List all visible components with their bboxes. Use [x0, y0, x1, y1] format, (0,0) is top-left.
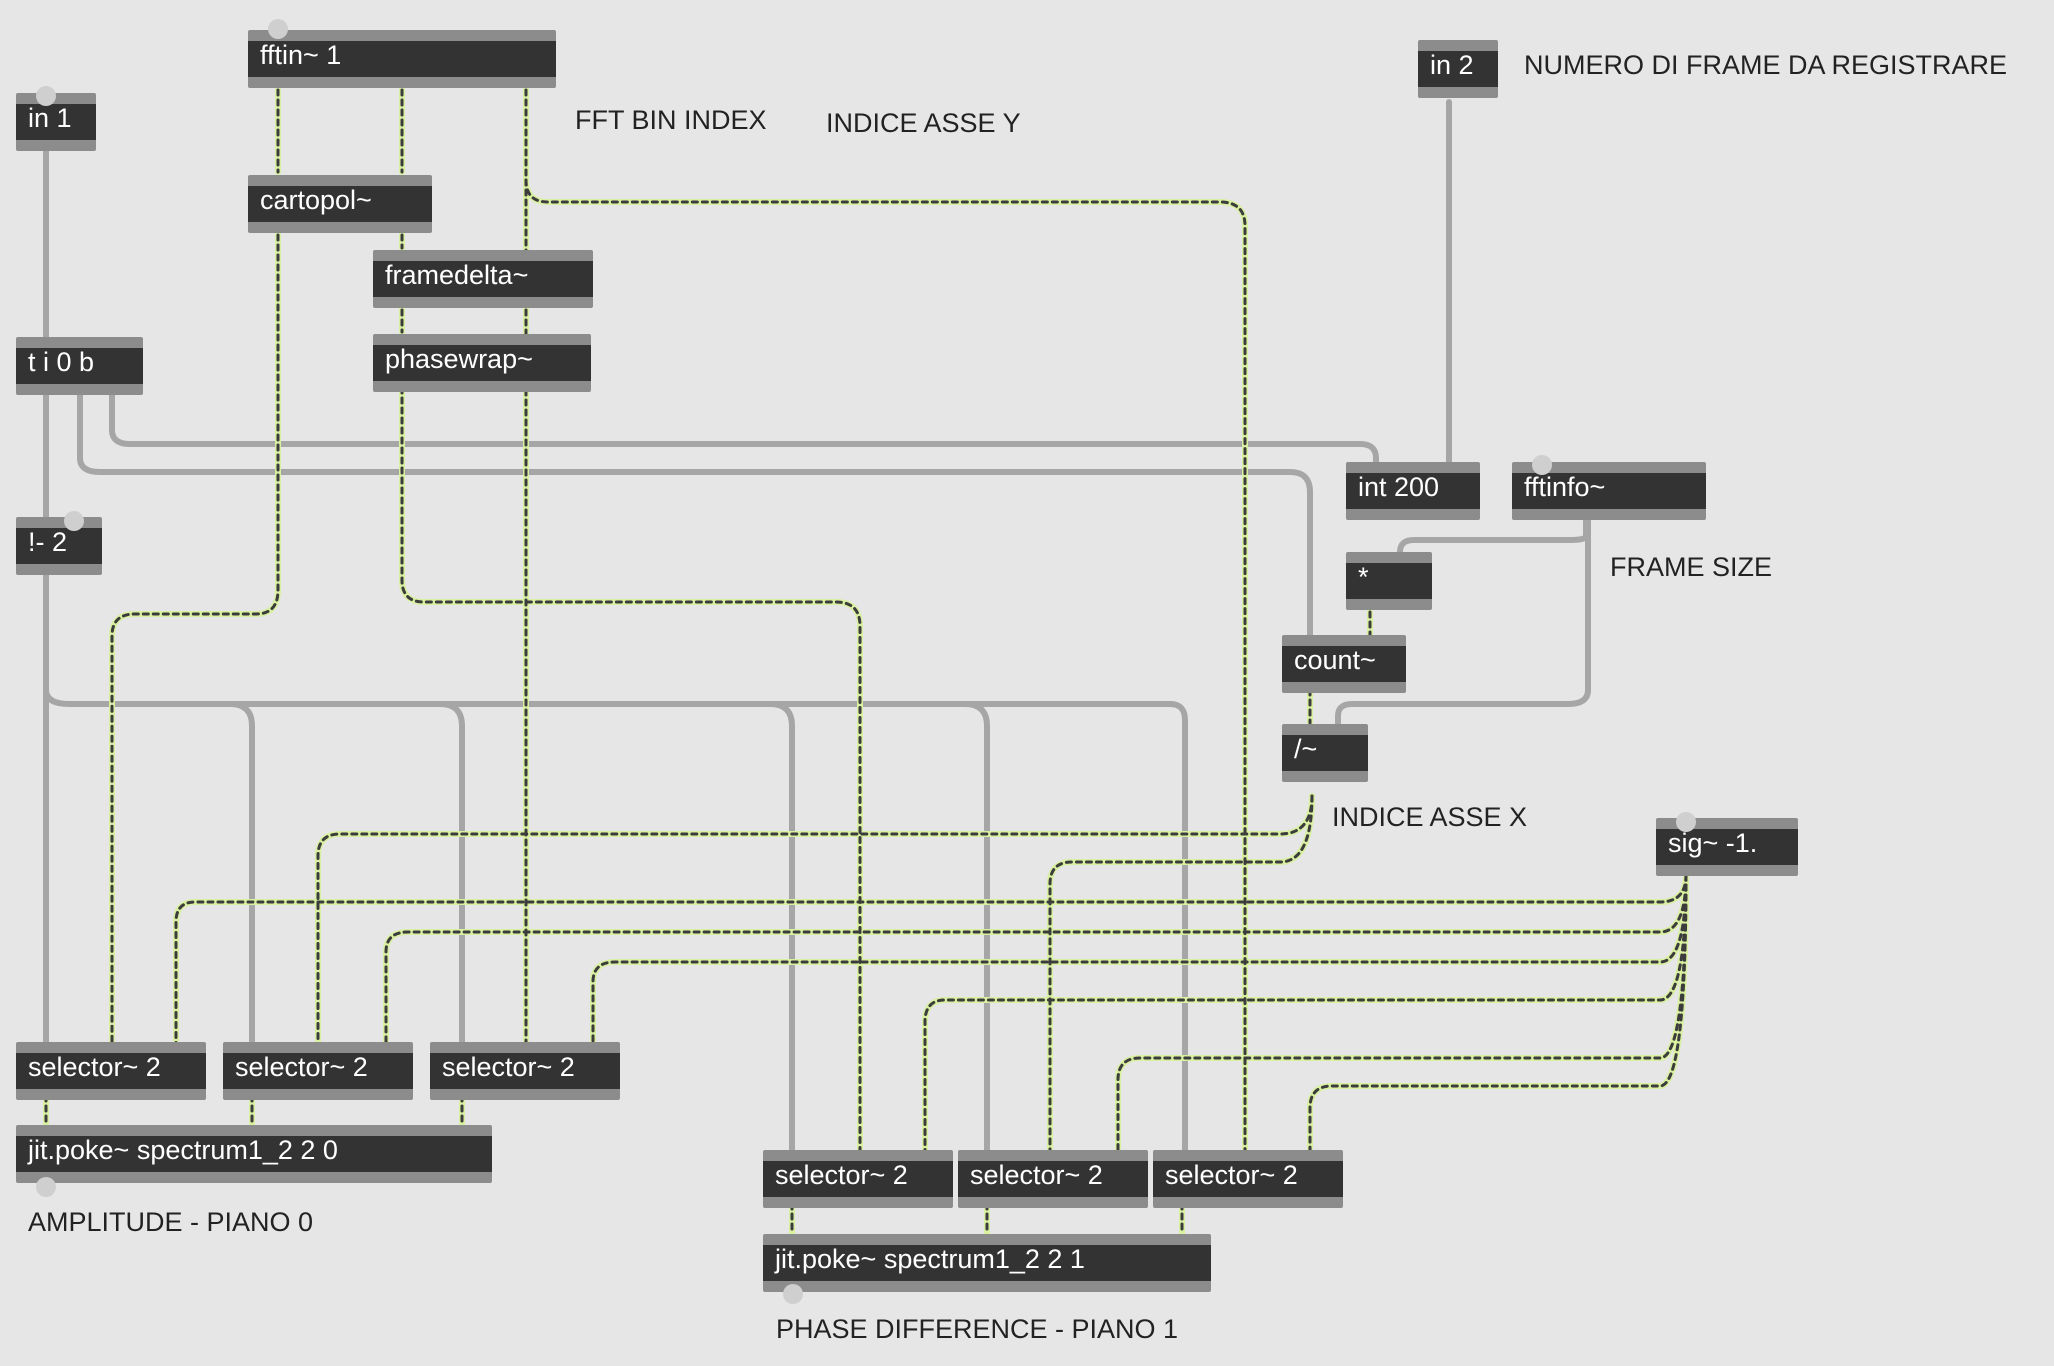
jit-poke-phase[interactable]: jit.poke~ spectrum1_2 2 1 — [763, 1234, 1211, 1292]
comment-indice-asse-x: INDICE ASSE X — [1332, 802, 1528, 832]
phasewrap-object[interactable]: phasewrap~ — [373, 334, 591, 392]
sig-inlet-icon — [1676, 812, 1696, 832]
jit-poke-amplitude[interactable]: jit.poke~ spectrum1_2 2 0 — [16, 1125, 492, 1183]
cartopol-object[interactable]: cartopol~ — [248, 175, 432, 233]
not-minus-inlet-icon — [64, 511, 84, 531]
framedelta-object[interactable]: framedelta~ — [373, 250, 593, 308]
comment-frame-size: FRAME SIZE — [1610, 552, 1773, 582]
comment-indice-asse-y: INDICE ASSE Y — [826, 108, 1021, 138]
not-minus-object[interactable]: !- 2 — [16, 517, 102, 575]
comment-phase-piano: PHASE DIFFERENCE - PIANO 1 — [776, 1314, 1179, 1344]
multiply-object[interactable]: * — [1346, 552, 1432, 610]
jit-poke-phase-outlet-icon — [783, 1284, 803, 1304]
divide-object[interactable]: /~ — [1282, 724, 1368, 782]
in1-object[interactable]: in 1 — [16, 93, 96, 151]
fftinfo-inlet-icon — [1532, 455, 1552, 475]
selector-phase-3[interactable]: selector~ 2 — [1153, 1150, 1343, 1208]
comment-numero-frame: NUMERO DI FRAME DA REGISTRARE — [1524, 50, 2008, 80]
in1-outlet-icon — [36, 86, 56, 106]
trigger-object[interactable]: t i 0 b — [16, 337, 143, 395]
in2-object[interactable]: in 2 — [1418, 40, 1498, 98]
selector-amp-2[interactable]: selector~ 2 — [223, 1042, 413, 1100]
fftin-object[interactable]: fftin~ 1 — [248, 30, 556, 88]
fftin-inlet-icon — [268, 19, 288, 39]
control-cords — [43, 99, 1591, 1153]
jit-poke-amplitude-outlet-icon — [36, 1177, 56, 1197]
comment-amplitude-piano: AMPLITUDE - PIANO 0 — [28, 1207, 314, 1237]
selector-phase-2[interactable]: selector~ 2 — [958, 1150, 1148, 1208]
selector-amp-3[interactable]: selector~ 2 — [430, 1042, 620, 1100]
selector-amp-1[interactable]: selector~ 2 — [16, 1042, 206, 1100]
int-object[interactable]: int 200 — [1346, 462, 1480, 520]
selector-phase-1[interactable]: selector~ 2 — [763, 1150, 953, 1208]
comment-fft-bin-index: FFT BIN INDEX — [575, 105, 767, 135]
count-object[interactable]: count~ — [1282, 635, 1406, 693]
